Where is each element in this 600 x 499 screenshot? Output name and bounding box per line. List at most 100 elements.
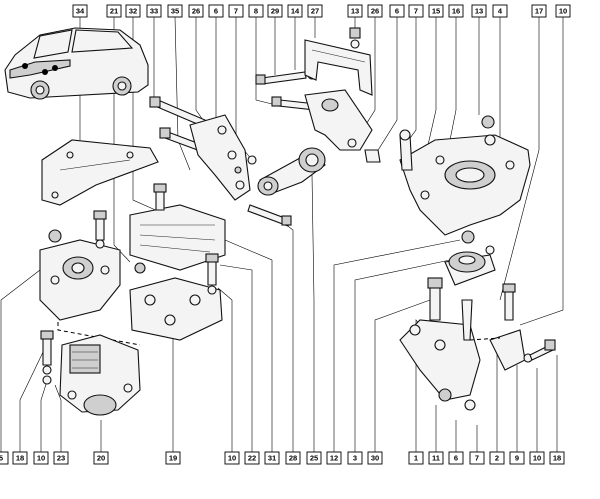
bracket-26-right: [304, 89, 381, 163]
callout-bottom-16: 6: [448, 451, 464, 465]
callout-top-19: 4: [492, 4, 508, 18]
callout-top-11: 27: [307, 4, 323, 18]
svg-text:32: 32: [129, 7, 137, 16]
svg-text:26: 26: [371, 7, 379, 16]
svg-text:10: 10: [559, 7, 567, 16]
callout-bottom-14: 1: [408, 451, 424, 465]
callout-top-0: 34: [72, 4, 88, 18]
svg-text:21: 21: [110, 7, 118, 16]
svg-text:33: 33: [150, 7, 158, 16]
callout-top-10: 14: [287, 4, 303, 18]
left-mount-lower: [40, 330, 141, 416]
callout-top-1: 21: [106, 4, 122, 18]
svg-text:15: 15: [432, 7, 440, 16]
svg-text:27: 27: [311, 7, 319, 16]
callout-top-7: 7: [228, 4, 244, 18]
svg-text:18: 18: [553, 454, 561, 463]
bottom-callouts: 5 18 10 23 20 19 10 22 31 28 25 12 3 30 …: [0, 451, 565, 465]
svg-text:29: 29: [271, 7, 279, 16]
callout-top-8: 8: [248, 4, 264, 18]
svg-text:20: 20: [97, 454, 105, 463]
svg-text:3: 3: [353, 454, 357, 463]
svg-text:10: 10: [533, 454, 541, 463]
svg-text:6: 6: [395, 7, 399, 16]
callout-top-9: 29: [267, 4, 283, 18]
svg-text:23: 23: [57, 454, 65, 463]
svg-text:6: 6: [214, 7, 218, 16]
callout-bottom-15: 11: [428, 451, 444, 465]
callout-bottom-8: 31: [264, 451, 280, 465]
bracket-26-left: [189, 114, 257, 201]
svg-text:6: 6: [454, 454, 458, 463]
callout-top-14: 6: [389, 4, 405, 18]
callout-top-18: 13: [471, 4, 487, 18]
callout-top-17: 16: [448, 4, 464, 18]
assembly-path-right: [469, 337, 501, 341]
callout-bottom-5: 19: [165, 451, 181, 465]
rubber-mount-12: [444, 251, 496, 286]
svg-text:22: 22: [248, 454, 256, 463]
svg-text:10: 10: [228, 454, 236, 463]
svg-text:13: 13: [475, 7, 483, 16]
svg-text:7: 7: [414, 7, 418, 16]
callout-top-2: 32: [125, 4, 141, 18]
left-mount-upper: [39, 210, 121, 321]
svg-text:26: 26: [192, 7, 200, 16]
svg-text:8: 8: [254, 7, 258, 16]
svg-text:14: 14: [291, 7, 300, 16]
callout-bottom-17: 7: [469, 451, 485, 465]
svg-text:18: 18: [16, 454, 24, 463]
callout-top-5: 26: [188, 4, 204, 18]
svg-text:17: 17: [535, 7, 543, 16]
callout-bottom-10: 25: [306, 451, 322, 465]
callout-top-21: 10: [555, 4, 571, 18]
mount-cover-upper: [129, 183, 226, 274]
callout-bottom-1: 18: [12, 451, 28, 465]
right-upper-mount: [399, 115, 531, 255]
callout-top-3: 33: [146, 4, 162, 18]
torque-rod-25: [247, 147, 326, 227]
callout-bottom-7: 22: [244, 451, 260, 465]
callout-bottom-12: 3: [347, 451, 363, 465]
svg-text:31: 31: [268, 454, 276, 463]
svg-text:25: 25: [310, 454, 318, 463]
callout-top-12: 13: [347, 4, 363, 18]
callout-bottom-13: 30: [367, 451, 383, 465]
callout-top-4: 35: [167, 4, 183, 18]
callout-bottom-0: 5: [0, 451, 9, 465]
svg-text:30: 30: [371, 454, 379, 463]
callout-top-6: 6: [208, 4, 224, 18]
svg-text:28: 28: [289, 454, 297, 463]
svg-text:5: 5: [0, 454, 3, 463]
callout-bottom-6: 10: [224, 451, 240, 465]
car-illustration: [4, 27, 149, 100]
callout-bottom-4: 20: [93, 451, 109, 465]
bracket-34: [41, 139, 159, 206]
callout-bottom-21: 18: [549, 451, 565, 465]
callout-bottom-18: 2: [489, 451, 505, 465]
svg-text:10: 10: [37, 454, 45, 463]
top-callouts: 34 21 32 33 35 26 6 7 8 29 14 27 13 26 6…: [72, 4, 571, 18]
callout-bottom-11: 12: [326, 451, 342, 465]
callout-bottom-20: 10: [529, 451, 545, 465]
svg-text:16: 16: [452, 7, 460, 16]
callout-top-15: 7: [408, 4, 424, 18]
svg-text:9: 9: [515, 454, 519, 463]
svg-text:2: 2: [495, 454, 499, 463]
callout-top-20: 17: [531, 4, 547, 18]
svg-text:19: 19: [169, 454, 177, 463]
svg-text:35: 35: [171, 7, 179, 16]
mount-base-19: [129, 253, 223, 341]
callout-bottom-9: 28: [285, 451, 301, 465]
svg-text:4: 4: [498, 7, 503, 16]
bracket-27: [304, 27, 373, 96]
svg-text:34: 34: [76, 7, 85, 16]
svg-text:12: 12: [330, 454, 338, 463]
svg-text:1: 1: [414, 454, 418, 463]
callout-bottom-3: 23: [53, 451, 69, 465]
svg-text:11: 11: [432, 454, 440, 463]
bolts-upper: [149, 70, 326, 153]
callout-bottom-19: 9: [509, 451, 525, 465]
svg-text:7: 7: [475, 454, 479, 463]
